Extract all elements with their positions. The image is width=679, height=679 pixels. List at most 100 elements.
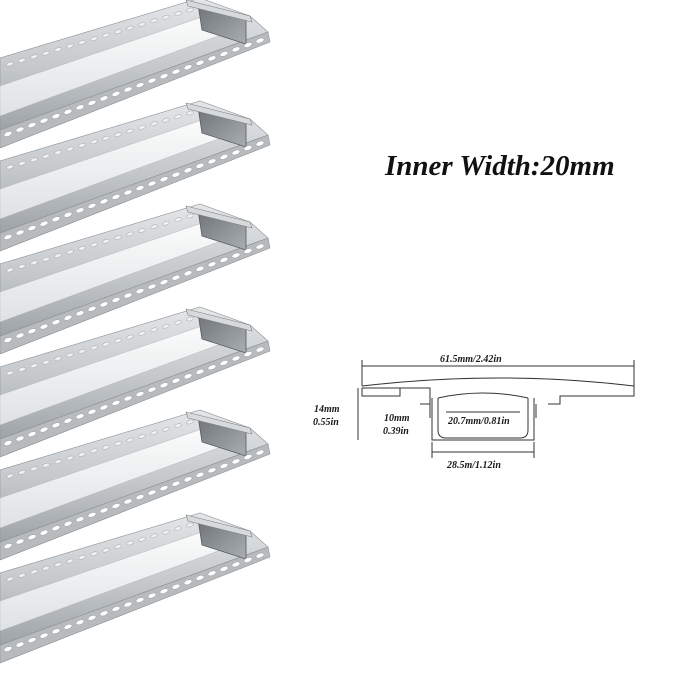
channel-lip bbox=[185, 514, 253, 538]
flange-hole bbox=[135, 82, 145, 88]
flange-hole bbox=[195, 163, 205, 169]
flange-hole bbox=[51, 525, 61, 531]
flange-hole bbox=[147, 283, 157, 290]
body-hole bbox=[6, 164, 14, 170]
flange-hole bbox=[51, 113, 61, 119]
body-hole bbox=[66, 352, 74, 358]
flange-hole bbox=[231, 458, 241, 465]
aluminum-profile bbox=[0, 512, 271, 664]
flange-hole bbox=[27, 122, 37, 128]
flange-hole bbox=[159, 588, 169, 594]
flange-hole bbox=[207, 364, 217, 371]
body-hole bbox=[174, 320, 182, 325]
flange-hole bbox=[87, 100, 97, 106]
channel-lip bbox=[185, 411, 253, 435]
flange-hole bbox=[219, 463, 229, 469]
flange-hole bbox=[27, 328, 37, 334]
body-hole bbox=[78, 40, 86, 45]
flange-hole bbox=[75, 310, 85, 317]
inner-width-label: 20.7mm/0.81in bbox=[447, 416, 510, 427]
body-hole bbox=[126, 128, 134, 134]
body-hole bbox=[78, 452, 86, 457]
total-width-label: 61.5mm/2.42in bbox=[440, 354, 502, 365]
flange-hole bbox=[243, 145, 253, 151]
flange-hole bbox=[195, 472, 205, 478]
flange-hole bbox=[111, 503, 121, 509]
flange-hole bbox=[3, 337, 13, 343]
flange-hole bbox=[63, 108, 73, 115]
body-hole bbox=[54, 253, 62, 258]
body-hole bbox=[90, 36, 98, 42]
inner-width-headline: Inner Width:20mm bbox=[385, 150, 615, 182]
flange-hole bbox=[255, 346, 265, 353]
flange-hole bbox=[15, 435, 25, 442]
flange-hole bbox=[183, 167, 193, 174]
flange-hole bbox=[3, 131, 13, 137]
flange-hole bbox=[99, 95, 109, 102]
flange-hole bbox=[63, 314, 73, 321]
flange-hole bbox=[171, 68, 181, 75]
body-hole bbox=[42, 50, 50, 56]
flange-hole bbox=[123, 601, 133, 608]
body-hole bbox=[54, 356, 62, 361]
flange-hole bbox=[231, 149, 241, 156]
flange-hole bbox=[39, 323, 49, 330]
height-mm-label: 14mm bbox=[314, 404, 340, 415]
body-hole bbox=[162, 426, 170, 432]
flange-hole bbox=[39, 220, 49, 227]
flange-hole bbox=[63, 211, 73, 218]
body-hole bbox=[162, 117, 170, 123]
flange-hole bbox=[15, 229, 25, 236]
body-hole bbox=[90, 139, 98, 145]
body-hole bbox=[42, 359, 50, 365]
body-hole bbox=[102, 238, 110, 244]
flange-hole bbox=[51, 628, 61, 634]
body-hole bbox=[66, 249, 74, 255]
inner-channel-outline bbox=[437, 398, 529, 439]
flange-hole bbox=[123, 292, 133, 299]
flange-hole bbox=[75, 413, 85, 420]
flange-hole bbox=[159, 485, 169, 491]
flange-hole bbox=[195, 60, 205, 66]
flange-hole bbox=[51, 216, 61, 222]
body-hole bbox=[6, 61, 14, 67]
body-hole bbox=[150, 327, 158, 333]
aluminum-profile bbox=[0, 203, 271, 355]
body-hole bbox=[18, 470, 26, 475]
body-hole bbox=[186, 213, 194, 219]
flange-hole bbox=[147, 489, 157, 496]
aluminum-profile bbox=[0, 100, 271, 252]
body-hole bbox=[18, 58, 26, 63]
flange-hole bbox=[39, 632, 49, 639]
body-hole bbox=[150, 121, 158, 127]
body-hole bbox=[30, 466, 38, 472]
flange-hole bbox=[219, 257, 229, 263]
body-hole bbox=[54, 150, 62, 155]
body-hole bbox=[150, 18, 158, 24]
body-hole bbox=[138, 125, 146, 130]
body-hole bbox=[54, 562, 62, 567]
base-width-label: 28.5m/1.12in bbox=[446, 460, 501, 471]
body-hole bbox=[102, 341, 110, 347]
body-hole bbox=[138, 537, 146, 542]
body-hole bbox=[42, 565, 50, 571]
body-hole bbox=[102, 32, 110, 38]
flange-hole bbox=[15, 126, 25, 133]
flange-hole bbox=[15, 641, 25, 648]
flange-hole bbox=[171, 377, 181, 384]
flange-hole bbox=[183, 270, 193, 277]
body-hole bbox=[150, 533, 158, 539]
flange-hole bbox=[171, 274, 181, 281]
body-hole bbox=[54, 459, 62, 464]
flange-hole bbox=[111, 91, 121, 97]
body-hole bbox=[90, 345, 98, 351]
flange-hole bbox=[75, 619, 85, 626]
body-hole bbox=[54, 47, 62, 52]
body-hole bbox=[6, 370, 14, 376]
body-hole bbox=[126, 231, 134, 237]
flange-hole bbox=[75, 207, 85, 214]
flange-hole bbox=[207, 55, 217, 62]
body-hole bbox=[114, 235, 122, 240]
